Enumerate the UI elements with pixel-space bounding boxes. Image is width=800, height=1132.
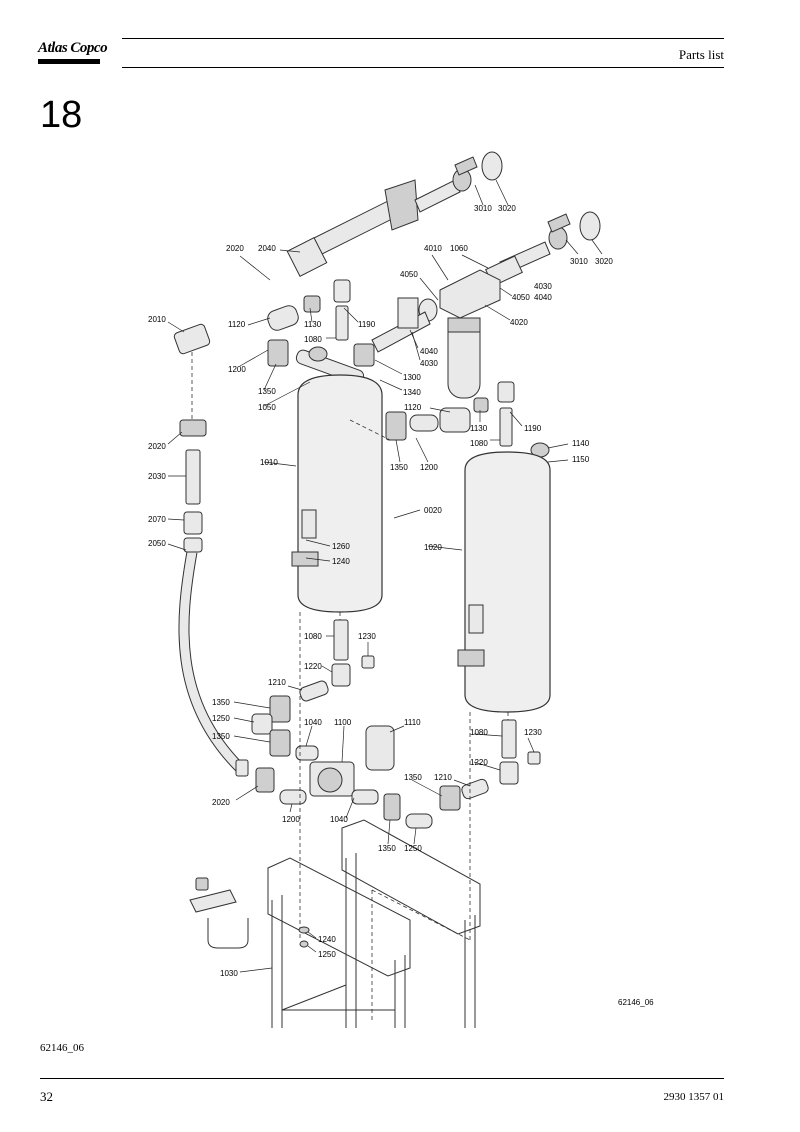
callout-1260: 1260 (332, 542, 350, 551)
figure-reference: 62146_06 (40, 1042, 84, 1054)
callout-4040: 4040 (534, 293, 552, 302)
callout-1250: 1250 (404, 844, 422, 853)
callout-3020: 3020 (498, 204, 516, 213)
callout-1340: 1340 (403, 388, 421, 397)
footer-rule (40, 1078, 724, 1079)
callout-1350: 1350 (404, 773, 422, 782)
chapter-number: 18 (40, 94, 83, 136)
header-rule-bottom (122, 67, 724, 68)
callout-1350: 1350 (378, 844, 396, 853)
callout-1210: 1210 (268, 678, 286, 687)
callout-1200: 1200 (420, 463, 438, 472)
callout-3020: 3020 (595, 257, 613, 266)
callout-1120: 1120 (404, 403, 422, 412)
left-tank (291, 374, 383, 613)
callout-1220: 1220 (304, 662, 322, 671)
callout-1140: 1140 (572, 439, 590, 448)
callout-1350: 1350 (258, 387, 276, 396)
section-title: Parts list (678, 47, 724, 62)
callout-3010: 3010 (570, 257, 588, 266)
callout-1250: 1250 (318, 950, 336, 959)
atlas-copco-logo: Atlas Copco (38, 34, 108, 68)
support-frame (189, 819, 481, 1028)
brand-logotype: Atlas Copco (38, 40, 108, 56)
document-number: 2930 1357 01 (663, 1091, 725, 1103)
callout-2030: 2030 (148, 472, 166, 481)
callout-1220: 1220 (470, 758, 488, 767)
callout-1080: 1080 (470, 728, 488, 737)
callout-2020: 2020 (212, 798, 230, 807)
filter-assembly (418, 269, 501, 399)
callout-2070: 2070 (148, 515, 166, 524)
callout-4010: 4010 (424, 244, 442, 253)
callout-1060: 1060 (450, 244, 468, 253)
callout-4050: 4050 (400, 270, 418, 279)
leader-lines (167, 179, 603, 973)
callout-1210: 1210 (434, 773, 452, 782)
logo-bar (38, 59, 100, 64)
callout-1350: 1350 (212, 732, 230, 741)
callout-1200: 1200 (228, 365, 246, 374)
callout-1190: 1190 (358, 320, 376, 329)
page-number: 32 (40, 1089, 53, 1104)
bottom-valve-assembly (251, 619, 541, 829)
callout-labels: 3010 3020 3010 3020 2020 2040 4010 1060 … (148, 204, 654, 1007)
header-rule-top (122, 38, 724, 39)
drain-hose (178, 419, 249, 777)
callout-4020: 4020 (510, 318, 528, 327)
callout-1040: 1040 (330, 815, 348, 824)
callout-1080: 1080 (304, 632, 322, 641)
callout-1030: 1030 (220, 969, 238, 978)
callout-1200: 1200 (282, 815, 300, 824)
callout-1250: 1250 (212, 714, 230, 723)
callout-1080: 1080 (304, 335, 322, 344)
callout-1020: 1020 (424, 543, 442, 552)
callout-2010: 2010 (148, 315, 166, 324)
callout-0020: 0020 (424, 506, 442, 515)
callout-3010: 3010 (474, 204, 492, 213)
callout-2040: 2040 (258, 244, 276, 253)
callout-1130: 1130 (304, 320, 322, 329)
callout-1110: 1110 (404, 718, 421, 727)
callout-2050: 2050 (148, 539, 166, 548)
callout-4040: 4040 (420, 347, 438, 356)
callout-2020: 2020 (226, 244, 244, 253)
callout-1190: 1190 (524, 424, 542, 433)
callout-1350: 1350 (390, 463, 408, 472)
right-tank (457, 451, 551, 713)
callout-1010: 1010 (260, 458, 278, 467)
callout-1130: 1130 (470, 424, 488, 433)
callout-4030: 4030 (420, 359, 438, 368)
callout-4030: 4030 (534, 282, 552, 291)
callout-1240: 1240 (318, 935, 336, 944)
right-upper-outlet (485, 211, 601, 287)
callout-4050: 4050 (512, 293, 530, 302)
callout-1240: 1240 (332, 557, 350, 566)
callout-2020: 2020 (148, 442, 166, 451)
callout-1150: 1150 (572, 455, 590, 464)
callout-1350: 1350 (212, 698, 230, 707)
callout-1040: 1040 (304, 718, 322, 727)
upper-manifold (286, 151, 503, 277)
callout-1050: 1050 (258, 403, 276, 412)
callout-1080: 1080 (470, 439, 488, 448)
diagram-figure-label: 62146_06 (618, 998, 654, 1007)
callout-1230: 1230 (358, 632, 376, 641)
callout-1120: 1120 (228, 320, 246, 329)
callout-1230: 1230 (524, 728, 542, 737)
callout-1300: 1300 (403, 373, 421, 382)
callout-1100: 1100 (334, 718, 352, 727)
